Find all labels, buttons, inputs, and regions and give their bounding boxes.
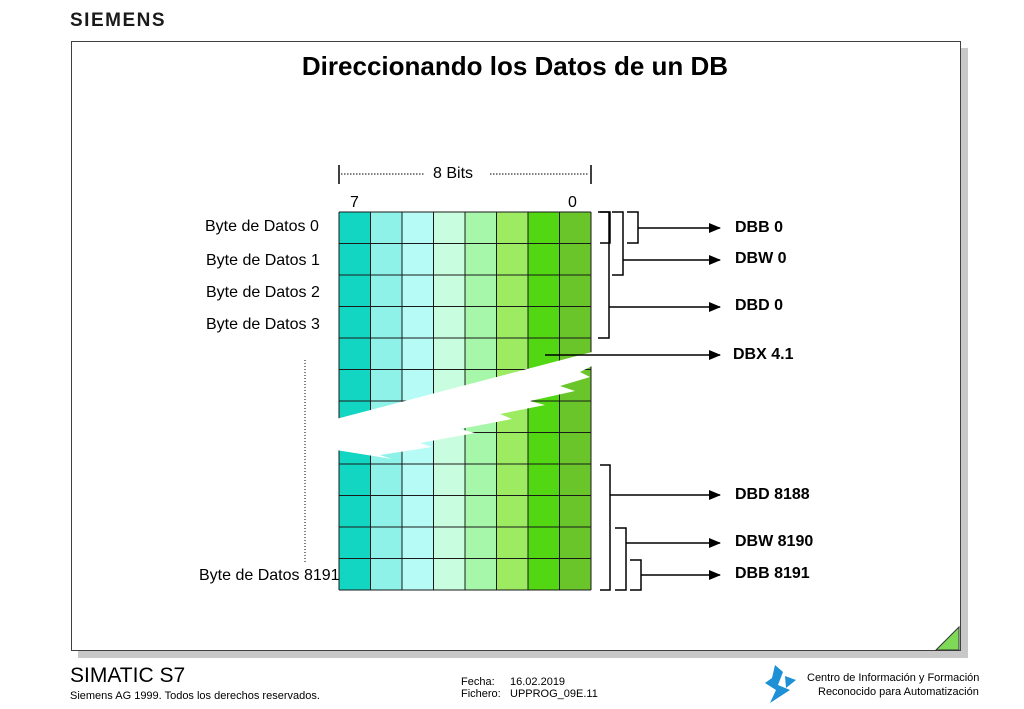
grid-lines [338,211,592,591]
corner-fold-icon [934,625,960,651]
brackets [598,211,642,591]
address-arrows [545,223,721,580]
file-value: UPPROG_09E.11 [510,688,598,700]
training-center-logo-icon [765,665,796,703]
addr-dbb0: DBB 0 [735,219,784,236]
addr-dbw0: DBW 0 [735,250,787,267]
bits-label: 8 Bits [433,165,474,182]
bit-high-label: 7 [350,194,359,211]
grid-break-band [336,352,592,459]
addr-dbd8188: DBD 8188 [735,486,810,503]
row-label-byte-8191: Byte de Datos 8191 [199,567,340,584]
row-label-byte-2: Byte de Datos 2 [206,284,320,301]
product-name: SIMATIC S7 [70,664,186,687]
row-label-byte-1: Byte de Datos 1 [206,252,320,269]
addr-dbw8190: DBW 8190 [735,533,814,550]
date-value: 16.02.2019 [510,676,566,688]
row-label-byte-0: Byte de Datos 0 [205,218,319,235]
addr-dbd0: DBD 0 [735,297,784,314]
file-label: Fichero: [461,688,501,700]
addr-dbb8191: DBB 8191 [735,565,810,582]
bits-dimension [338,165,592,184]
date-label: Fecha: [461,676,495,688]
training-center-line2: Reconocido para Automatización [818,686,979,698]
copyright-text: Siemens AG 1999. Todos los derechos rese… [70,690,320,702]
addr-dbx41: DBX 4.1 [733,346,794,363]
slide-title: Direccionando los Datos de un DB [301,51,729,81]
training-center-line1: Centro de Información y Formación [807,672,980,684]
row-label-byte-3: Byte de Datos 3 [206,316,320,333]
bit-low-label: 0 [568,194,577,211]
siemens-logo: SIEMENS [70,10,167,31]
